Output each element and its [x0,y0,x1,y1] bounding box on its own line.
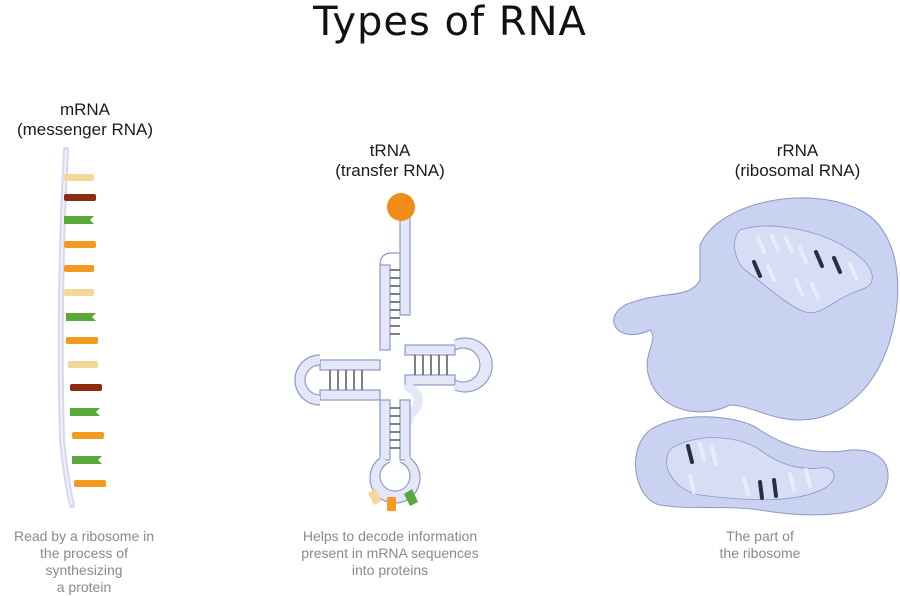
trna-desc-line2: present in mRNA sequences [301,545,479,561]
mrna-description: Read by a ribosome in the process of syn… [0,528,168,596]
mrna-label-full: (messenger RNA) [16,120,154,139]
mrna-desc-line3: a protein [56,579,112,595]
rrna-desc-line1: The part of [726,528,794,544]
ribosome-large-subunit [613,197,899,421]
trna-desc-line1: Helps to decode information [302,528,478,544]
mrna-bases [64,174,106,487]
rrna-label: rRNA (ribosomal RNA) [700,141,895,181]
page-title: Types of RNA [313,0,587,45]
mrna-strand [57,147,106,508]
trna-label: tRNA (transfer RNA) [300,141,480,181]
rrna-strand-small [686,442,812,500]
trna-desc-line3: into proteins [351,562,429,578]
rrna-label-full: (ribosomal RNA) [734,161,861,180]
mrna-label: mRNA (messenger RNA) [0,100,170,140]
trna-label-name: tRNA [369,141,411,160]
trna-label-full: (transfer RNA) [335,161,445,180]
mrna-desc-line1: Read by a ribosome in [13,528,155,544]
ribosome-small-subunit [635,416,889,516]
mrna-label-name: mRNA [59,100,111,119]
rrna-label-name: rRNA [776,141,819,160]
trna-description: Helps to decode information present in m… [290,528,490,579]
rna-illustrations [57,147,899,516]
rrna-desc-line2: the ribosome [719,545,801,561]
rrna-strand-large [752,234,858,300]
trna-molecule [294,214,493,504]
trna-amino-acid [387,193,415,221]
rrna-description: The part of the ribosome [700,528,820,562]
trna-anticodon [368,489,418,511]
mrna-desc-line2: the process of synthesizing [40,545,128,578]
